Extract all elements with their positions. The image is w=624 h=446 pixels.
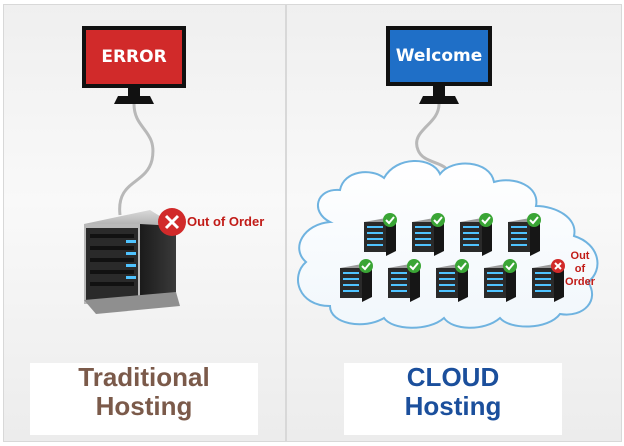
welcome-screen-text: Welcome (395, 46, 483, 66)
left-monitor-stand (114, 86, 154, 104)
left-out-of-order-label: Out of Order (187, 214, 265, 229)
traditional-hosting-label: Traditional Hosting (30, 363, 258, 435)
checkmark-icon (479, 213, 493, 227)
cloud-label-line2: Hosting (404, 391, 502, 421)
server-icon (412, 218, 444, 256)
welcome-screen: Welcome (386, 26, 492, 86)
cloud-label-line1: CLOUD (406, 362, 500, 392)
server-icon (484, 264, 516, 302)
left-cable-icon (118, 103, 155, 216)
left-x-mark-icon (158, 208, 186, 236)
server-icon (388, 264, 420, 302)
right-out-of-order-label: Out of Order (560, 250, 600, 289)
server-icon (460, 218, 492, 256)
traditional-label-line2: Hosting (95, 391, 193, 421)
cloud-server-group (340, 213, 565, 302)
checkmark-icon (383, 213, 397, 227)
right-status-line: Out (570, 250, 590, 262)
right-status-line: of (574, 263, 586, 275)
server-icon (340, 264, 372, 302)
checkmark-icon (527, 213, 541, 227)
cloud-hosting-label: CLOUD Hosting (344, 363, 562, 435)
cloud-icon (297, 160, 599, 329)
right-cable-icon (415, 103, 450, 179)
x-mark-icon (551, 259, 565, 273)
checkmark-icon (359, 259, 373, 273)
checkmark-icon (431, 213, 445, 227)
traditional-label-line1: Traditional (78, 362, 210, 392)
server-tower-icon (84, 210, 180, 314)
error-screen-text: ERROR (101, 47, 167, 67)
server-icon (532, 264, 564, 302)
error-screen: ERROR (82, 26, 186, 88)
checkmark-icon (455, 259, 469, 273)
checkmark-icon (503, 259, 517, 273)
checkmark-icon (407, 259, 421, 273)
right-monitor-stand (419, 86, 459, 104)
right-status-line: Order (565, 276, 595, 288)
server-icon (364, 218, 396, 256)
